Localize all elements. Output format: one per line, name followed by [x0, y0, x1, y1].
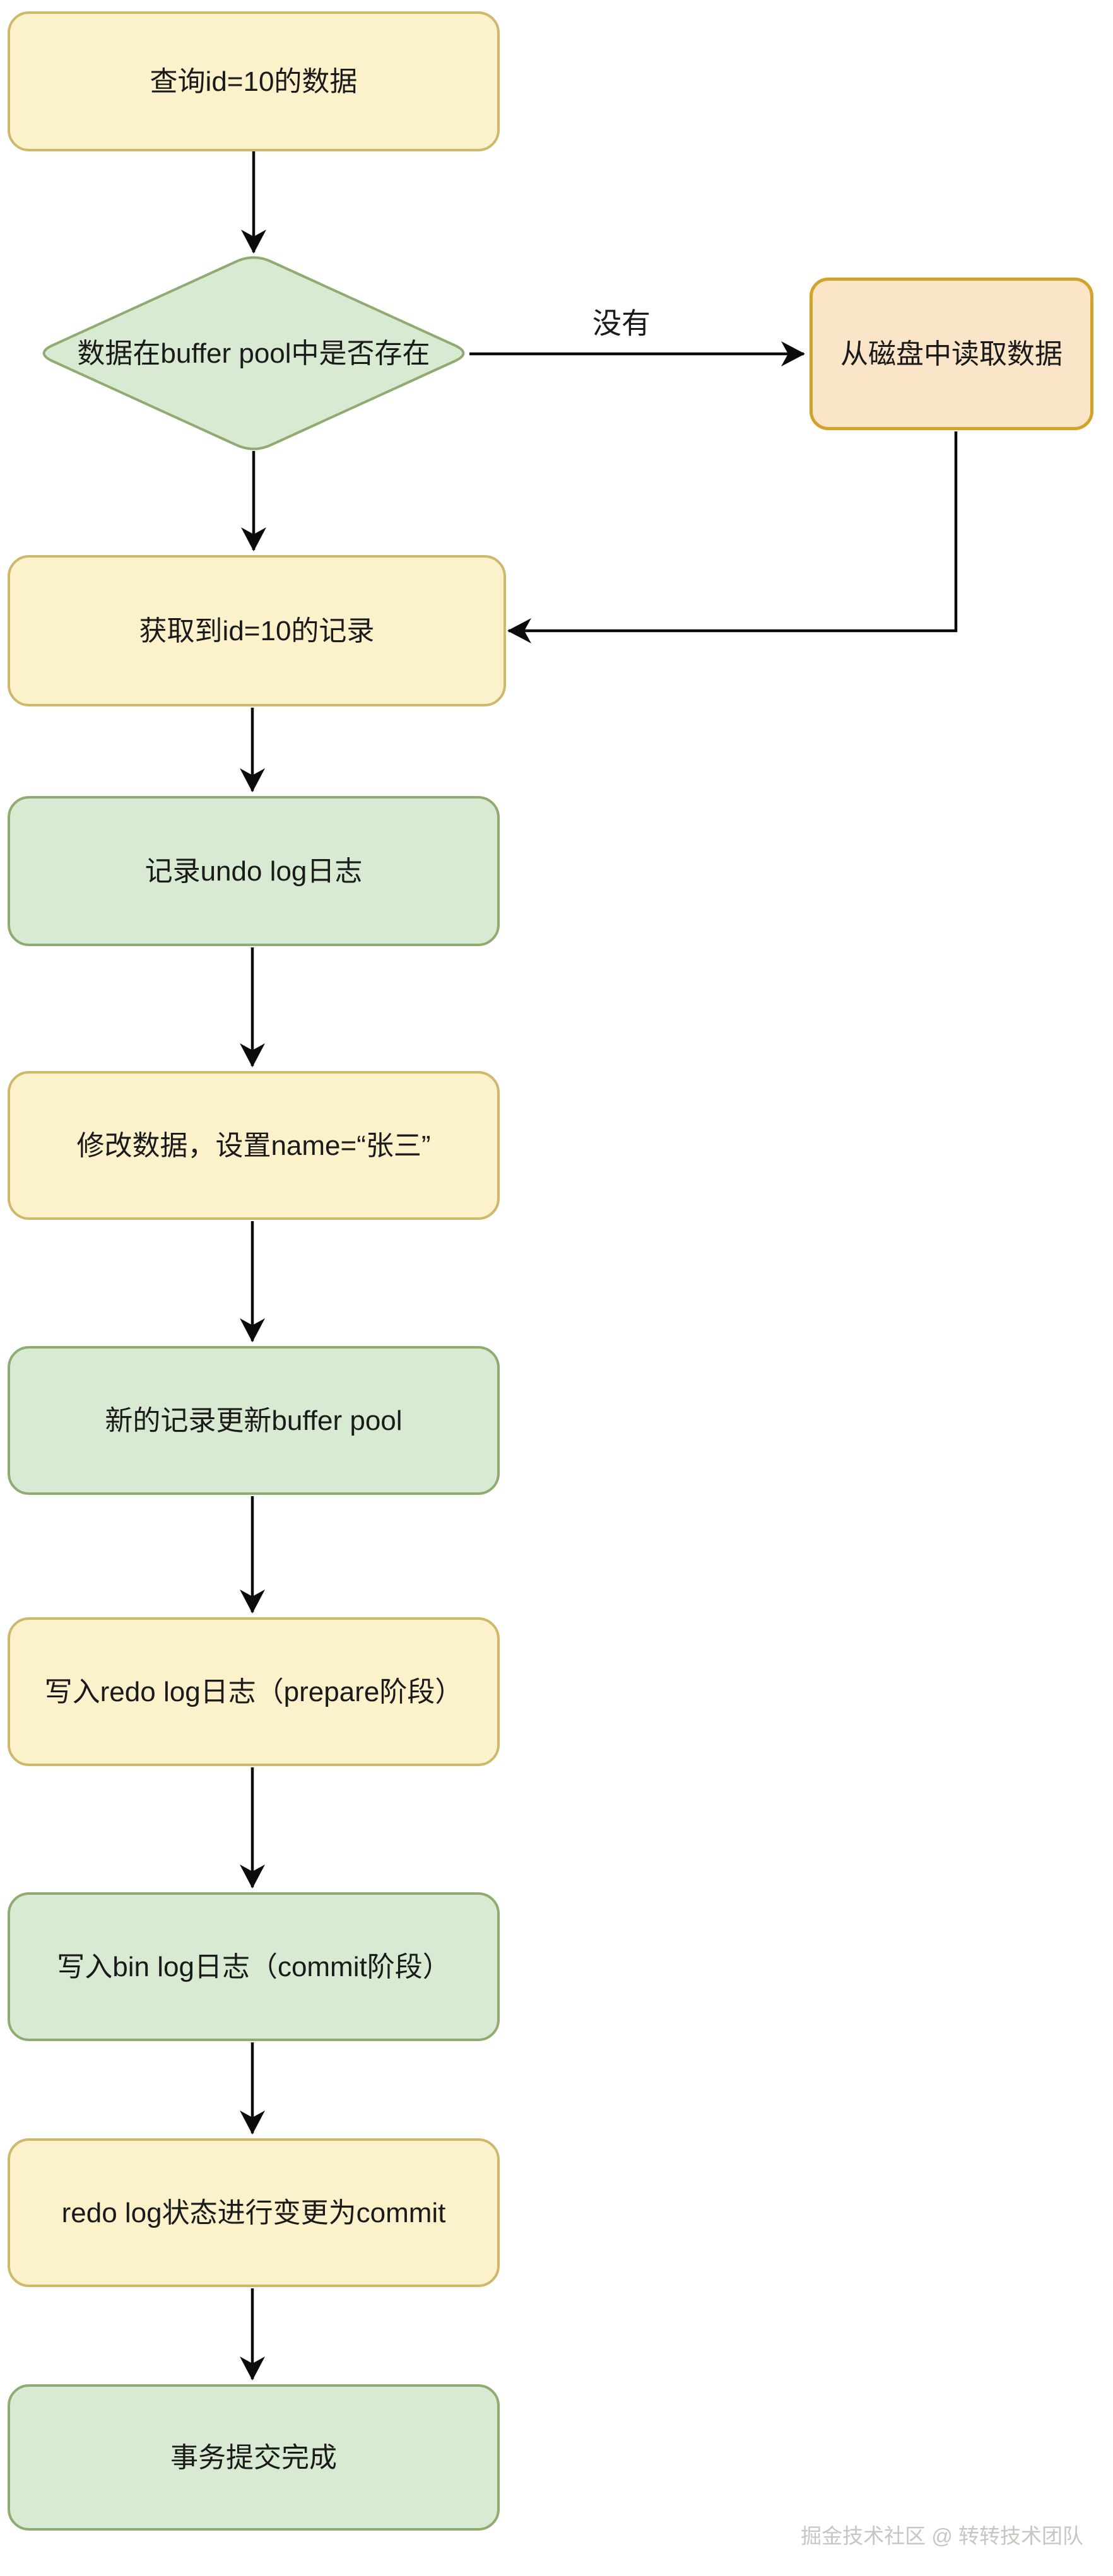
node-redo-log-commit: redo log状态进行变更为commit [8, 2138, 500, 2287]
node-label: redo log状态进行变更为commit [61, 2197, 446, 2228]
node-redo-log-prepare: 写入redo log日志（prepare阶段） [8, 1617, 500, 1766]
node-bin-log-commit: 写入bin log日志（commit阶段） [8, 1892, 500, 2041]
node-label: 获取到id=10的记录 [139, 615, 375, 647]
edge-disk-to-fetch [507, 431, 958, 643]
node-query-id10: 查询id=10的数据 [8, 11, 500, 151]
node-fetch-record: 获取到id=10的记录 [8, 555, 506, 706]
node-transaction-done: 事务提交完成 [8, 2384, 500, 2531]
node-modify-data: 修改数据，设置name=“张三” [8, 1071, 500, 1220]
node-label: 写入redo log日志（prepare阶段） [44, 1676, 463, 1707]
watermark: 掘金技术社区 @ 转转技术团队 [801, 2524, 1083, 2548]
node-label: 写入bin log日志（commit阶段） [57, 1951, 450, 1982]
diamond-shape [42, 256, 465, 450]
node-read-from-disk: 从磁盘中读取数据 [810, 278, 1093, 430]
node-label: 记录undo log日志 [144, 855, 363, 887]
node-label: 修改数据，设置name=“张三” [76, 1130, 431, 1161]
node-label: 查询id=10的数据 [150, 66, 358, 97]
node-update-buffer-pool: 新的记录更新buffer pool [8, 1346, 500, 1495]
edge-label-no: 没有 [592, 307, 651, 340]
node-label: 从磁盘中读取数据 [840, 338, 1063, 370]
node-label: 事务提交完成 [170, 2442, 337, 2473]
node-undo-log: 记录undo log日志 [8, 796, 500, 946]
node-label: 新的记录更新buffer pool [105, 1405, 403, 1436]
node-label: 数据在buffer pool中是否存在 [77, 337, 430, 369]
node-check-buffer-pool: 数据在buffer pool中是否存在 [30, 250, 477, 457]
